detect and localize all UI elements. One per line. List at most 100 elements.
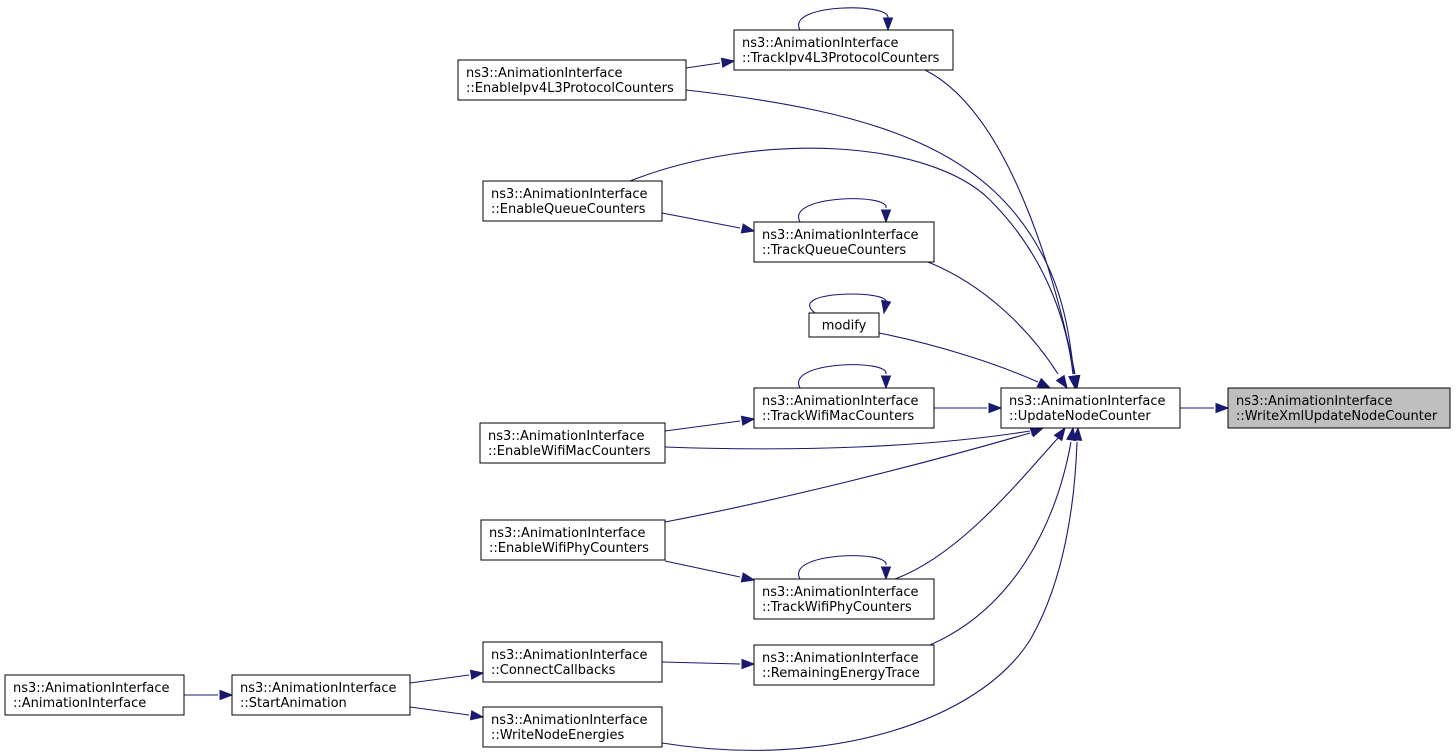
node-track-wifi-mac-counters[interactable]: ns3::AnimationInterface::TrackWifiMacCou… bbox=[753, 387, 935, 429]
node-label-line: ::WriteXmlUpdateNodeCounter bbox=[1236, 409, 1438, 424]
edge-arrowhead bbox=[988, 402, 1003, 414]
edge-line bbox=[661, 212, 741, 229]
edge-line bbox=[929, 441, 1072, 646]
node-label-line: ns3::AnimationInterface bbox=[762, 228, 919, 243]
edge-track-wifi-mac-counters-to-track-wifi-mac-counters bbox=[798, 364, 892, 390]
edge-arrowhead bbox=[740, 572, 756, 583]
node-label-line: ::AnimationInterface bbox=[13, 696, 146, 711]
edge-modify-to-modify bbox=[809, 293, 892, 315]
node-box bbox=[1000, 387, 1181, 429]
node-label-line: ns3::AnimationInterface bbox=[762, 394, 919, 409]
node-box bbox=[479, 422, 666, 464]
edge-line bbox=[409, 706, 470, 716]
node-label-line: ::TrackQueueCounters bbox=[762, 243, 906, 258]
node-label-line: ns3::AnimationInterface bbox=[491, 187, 648, 202]
edge-line bbox=[629, 147, 1074, 375]
edge-arrowhead bbox=[1068, 374, 1079, 390]
node-label-line: ns3::AnimationInterface bbox=[489, 526, 646, 541]
edge-enable-wifi-phy-counters-to-update-node-counter bbox=[664, 427, 1045, 523]
node-box bbox=[753, 221, 935, 263]
node-box bbox=[1227, 387, 1451, 429]
node-animation-interface[interactable]: ns3::AnimationInterface::AnimationInterf… bbox=[4, 674, 185, 716]
node-write-node-energies[interactable]: ns3::AnimationInterface::WriteNodeEnergi… bbox=[482, 706, 663, 748]
node-label-line: ns3::AnimationInterface bbox=[762, 585, 919, 600]
edge-line bbox=[664, 432, 1031, 523]
edge-track-ipv4-l3-protocol-counters-to-track-ipv4-l3-protocol-counters bbox=[798, 7, 894, 32]
node-track-ipv4-l3-protocol-counters[interactable]: ns3::AnimationInterface::TrackIpv4L3Prot… bbox=[733, 29, 954, 71]
node-label-line: ns3::AnimationInterface bbox=[13, 681, 170, 696]
node-write-xml-update-node-counter[interactable]: ns3::AnimationInterface::WriteXmlUpdateN… bbox=[1227, 387, 1451, 429]
node-box bbox=[733, 29, 954, 71]
edge-arrowhead bbox=[880, 566, 892, 581]
edge-track-wifi-mac-counters-to-update-node-counter bbox=[934, 402, 1003, 414]
edge-line bbox=[798, 7, 889, 31]
node-track-queue-counters[interactable]: ns3::AnimationInterface::TrackQueueCount… bbox=[753, 221, 935, 263]
edge-track-queue-counters-to-track-queue-counters bbox=[798, 198, 892, 224]
edge-line bbox=[664, 430, 1031, 450]
nodes-layer: ns3::AnimationInterface::WriteXmlUpdateN… bbox=[4, 29, 1451, 748]
edge-remaining-energy-trace-to-update-node-counter bbox=[929, 426, 1077, 646]
node-label-line: ::TrackIpv4L3ProtocolCounters bbox=[742, 51, 940, 66]
edge-enable-wifi-mac-counters-to-track-wifi-mac-counters bbox=[664, 415, 756, 432]
edge-arrowhead bbox=[880, 209, 892, 224]
edges-layer bbox=[184, 7, 1230, 751]
node-enable-wifi-phy-counters[interactable]: ns3::AnimationInterface::EnableWifiPhyCo… bbox=[480, 519, 666, 561]
edge-write-node-energies-to-update-node-counter bbox=[661, 426, 1083, 751]
edge-line bbox=[661, 661, 741, 665]
node-enable-wifi-mac-counters[interactable]: ns3::AnimationInterface::EnableWifiMacCo… bbox=[479, 422, 666, 464]
node-label-line: ::EnableQueueCounters bbox=[491, 202, 646, 217]
edge-modify-to-update-node-counter bbox=[878, 332, 1052, 389]
node-label-line: ::StartAnimation bbox=[240, 696, 347, 711]
node-label-line: ::ConnectCallbacks bbox=[491, 663, 616, 678]
node-start-animation[interactable]: ns3::AnimationInterface::StartAnimation bbox=[231, 674, 411, 716]
edge-arrowhead bbox=[720, 57, 736, 68]
edge-line bbox=[664, 420, 741, 432]
node-label-line: ::EnableWifiPhyCounters bbox=[489, 541, 649, 556]
edge-arrowhead bbox=[881, 299, 892, 315]
node-box bbox=[457, 59, 687, 101]
node-modify[interactable]: modify bbox=[808, 312, 880, 338]
node-label-line: ::WriteNodeEnergies bbox=[491, 728, 624, 743]
edge-arrowhead bbox=[740, 223, 756, 234]
node-label-line: ns3::AnimationInterface bbox=[742, 36, 899, 51]
node-label-line: ns3::AnimationInterface bbox=[488, 429, 645, 444]
node-box bbox=[808, 312, 880, 338]
node-update-node-counter[interactable]: ns3::AnimationInterface::UpdateNodeCount… bbox=[1000, 387, 1181, 429]
edge-arrowhead bbox=[1071, 426, 1083, 441]
edge-line bbox=[661, 441, 1078, 751]
node-box bbox=[482, 706, 663, 748]
node-remaining-energy-trace[interactable]: ns3::AnimationInterface::RemainingEnergy… bbox=[753, 644, 935, 686]
edge-track-wifi-phy-counters-to-track-wifi-phy-counters bbox=[798, 555, 892, 581]
edge-enable-ipv4-l3-protocol-counters-to-track-ipv4-l3-protocol-counters bbox=[685, 57, 736, 69]
edge-arrowhead bbox=[1036, 377, 1052, 389]
node-enable-queue-counters[interactable]: ns3::AnimationInterface::EnableQueueCoun… bbox=[482, 180, 663, 222]
edge-start-animation-to-write-node-energies bbox=[409, 706, 485, 721]
node-connect-callbacks[interactable]: ns3::AnimationInterface::ConnectCallback… bbox=[482, 641, 663, 683]
node-label-line: ::TrackWifiPhyCounters bbox=[762, 600, 912, 615]
edge-line bbox=[894, 437, 1059, 580]
edge-line bbox=[409, 674, 470, 684]
node-label-line: ::EnableWifiMacCounters bbox=[488, 444, 651, 459]
node-label-line: ns3::AnimationInterface bbox=[762, 651, 919, 666]
node-box bbox=[480, 519, 666, 561]
edge-connect-callbacks-to-remaining-energy-trace bbox=[661, 658, 756, 670]
edge-line bbox=[798, 364, 887, 389]
edge-line bbox=[809, 293, 887, 314]
edge-line bbox=[685, 89, 1075, 375]
node-enable-ipv4-l3-protocol-counters[interactable]: ns3::AnimationInterface::EnableIpv4L3Pro… bbox=[457, 59, 687, 101]
node-label-line: ns3::AnimationInterface bbox=[466, 66, 623, 81]
node-track-wifi-phy-counters[interactable]: ns3::AnimationInterface::TrackWifiPhyCou… bbox=[753, 578, 935, 620]
edge-line bbox=[798, 555, 887, 580]
edge-arrowhead bbox=[1053, 426, 1066, 442]
edge-arrowhead bbox=[1215, 402, 1230, 414]
node-box bbox=[482, 180, 663, 222]
edge-line bbox=[685, 62, 721, 69]
node-label-line: ::EnableIpv4L3ProtocolCounters bbox=[466, 81, 674, 96]
edge-enable-queue-counters-to-track-queue-counters bbox=[661, 212, 756, 234]
node-label-line: ns3::AnimationInterface bbox=[240, 681, 397, 696]
edge-arrowhead bbox=[740, 415, 756, 426]
node-label-line: ns3::AnimationInterface bbox=[491, 713, 648, 728]
edge-start-animation-to-connect-callbacks bbox=[409, 669, 485, 684]
node-label-line: ns3::AnimationInterface bbox=[1236, 394, 1393, 409]
